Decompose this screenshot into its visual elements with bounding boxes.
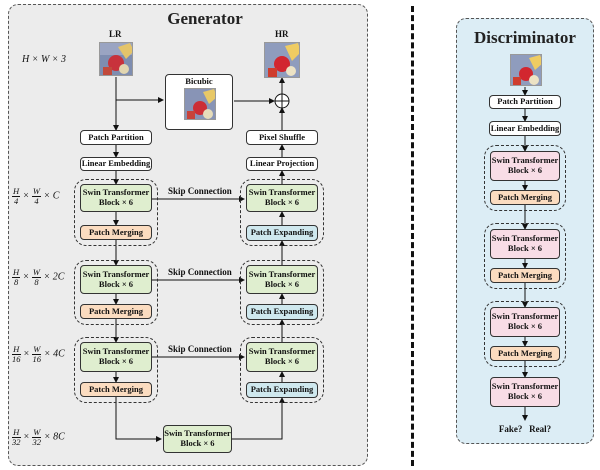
generator-title: Generator: [167, 9, 243, 28]
gen-linear-projection: Linear Projection: [246, 157, 318, 171]
encoder-stage-2: [74, 260, 158, 325]
encoder-stage-3: [74, 337, 158, 403]
encoder-patch-merging-1: Patch Merging: [80, 225, 152, 240]
skip-connection-label-3: Skip Connection: [168, 344, 232, 354]
bicubic-label: Bicubic: [185, 76, 213, 86]
input-dim-label: H × W × 3: [22, 54, 67, 65]
disc-stage-1: [484, 145, 566, 211]
disc-stage-2: [484, 223, 566, 289]
panel-divider: [411, 6, 414, 466]
gen-linear-embedding: Linear Embedding: [80, 157, 152, 171]
hr-label: HR: [275, 29, 289, 39]
encoder-stage-1: [74, 179, 158, 246]
disc-input-image: [510, 54, 542, 86]
hr-image-graphic: [265, 43, 299, 77]
gen-pixel-shuffle: Pixel Shuffle: [246, 130, 318, 145]
lr-image: [99, 42, 133, 76]
decoder-stage-3: [240, 337, 324, 403]
disc-stage-3: [484, 301, 566, 367]
discriminator-title: Discriminator: [474, 28, 576, 47]
gen-patch-partition: Patch Partition: [80, 130, 152, 145]
skip-connection-label-1: Skip Connection: [168, 186, 232, 196]
disc-output-label: Fake? Real?: [498, 424, 552, 434]
skip-connection-label-2: Skip Connection: [168, 267, 232, 277]
lr-label: LR: [109, 29, 122, 39]
disc-patch-partition: Patch Partition: [489, 95, 561, 109]
decoder-stage-1: [240, 179, 324, 246]
lr-image-graphic: [100, 43, 132, 75]
disc-patch-merging-2: Patch Merging: [490, 268, 560, 283]
decoder-stage-2: [240, 260, 324, 325]
decoder-patch-expanding-1: Patch Expanding: [246, 225, 318, 241]
disc-input-image-graphic: [511, 55, 541, 85]
disc-linear-embedding: Linear Embedding: [489, 121, 561, 136]
decoder-patch-expanding-2: Patch Expanding: [246, 304, 318, 320]
disc-patch-merging-1: Patch Merging: [490, 190, 560, 205]
decoder-patch-expanding-3: Patch Expanding: [246, 382, 318, 398]
hr-image: [264, 42, 300, 78]
bicubic-image-graphic: [185, 89, 215, 119]
bicubic-image: [184, 88, 216, 120]
encoder-patch-merging-2: Patch Merging: [80, 304, 152, 319]
encoder-patch-merging-3: Patch Merging: [80, 382, 152, 397]
disc-patch-merging-3: Patch Merging: [490, 346, 560, 361]
